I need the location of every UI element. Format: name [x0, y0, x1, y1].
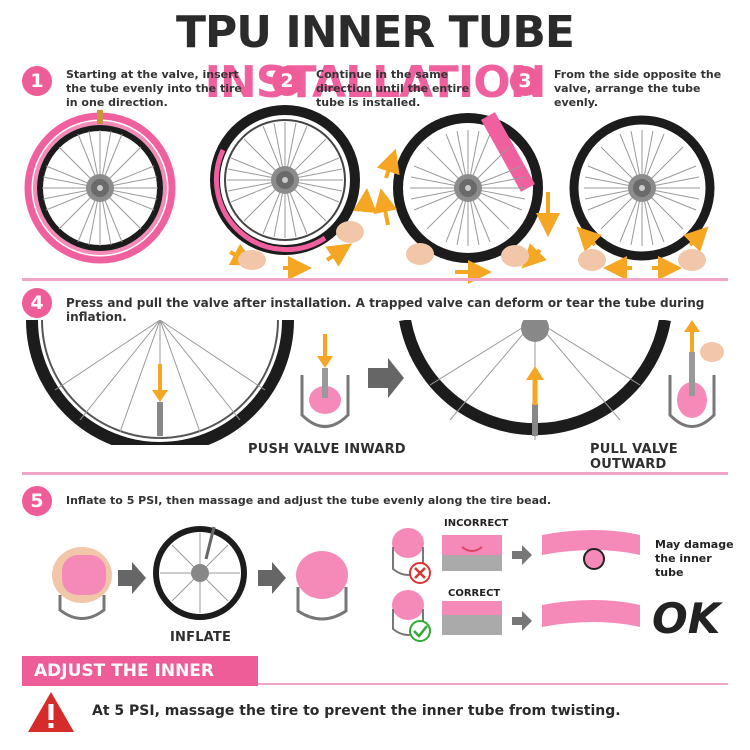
valve-cross-section-pull — [668, 320, 724, 428]
hand-icon — [700, 342, 724, 362]
adjust-banner: ADJUST THE INNER TUBE — [22, 656, 258, 711]
warning-icon — [28, 692, 74, 732]
tube-cross-section-squeeze — [52, 547, 112, 620]
wheel-icon — [26, 320, 294, 445]
arrow-right-icon — [118, 562, 146, 594]
incorrect-label: INCORRECT — [444, 518, 509, 529]
ok-label: OK — [652, 594, 721, 643]
step-4-text: Press and pull the valve after installat… — [66, 296, 705, 324]
correct-label: CORRECT — [448, 588, 501, 599]
step-1-badge: 1 — [22, 66, 52, 96]
divider — [22, 278, 728, 281]
tube-cross-section-inflated — [296, 551, 348, 621]
step-2-text: Continue in the same direction until the… — [316, 68, 470, 109]
damage-note: May damage the inner tube — [655, 538, 734, 579]
step-4-illustration — [26, 320, 724, 445]
step-3-text: From the side opposite the valve, arrang… — [554, 68, 722, 109]
inflate-label: INFLATE — [170, 630, 232, 645]
hand-icon — [238, 250, 266, 270]
divider — [22, 472, 728, 475]
warning-text: At 5 PSI, massage the tire to prevent th… — [92, 703, 621, 719]
step-5-text: Inflate to 5 PSI, then massage and adjus… — [66, 494, 552, 507]
wheel-icon — [153, 526, 247, 620]
step-2-badge: 2 — [272, 66, 302, 96]
valve-cross-section-push — [300, 334, 350, 428]
page-title: TPU INNER TUBE INSTALLATION — [0, 8, 750, 108]
step-5-badge: 5 — [22, 486, 52, 516]
steps-1-3-illustrations — [24, 105, 715, 284]
step-5-illustration — [52, 526, 640, 642]
push-valve-label: PUSH VALVE INWARD — [248, 442, 406, 457]
correct-example — [392, 590, 640, 642]
wheel-icon — [569, 115, 715, 261]
step-1-text: Starting at the valve, insert the tube e… — [66, 68, 242, 109]
hand-icon — [501, 245, 529, 267]
wheel-icon — [24, 110, 176, 264]
arrow-right-icon — [512, 611, 532, 631]
wheel-icon — [393, 112, 543, 263]
wheel-icon — [399, 320, 671, 440]
check-icon — [409, 620, 431, 642]
arrow-right-icon — [512, 545, 532, 565]
wheel-icon — [210, 105, 360, 255]
pull-valve-label: PULL VALVE OUTWARD — [590, 442, 678, 472]
step-3-badge: 3 — [510, 66, 540, 96]
title-part2: INSTALLATION — [204, 57, 547, 108]
hand-icon — [406, 243, 434, 265]
hand-icon — [578, 249, 606, 271]
title-part1: TPU INNER TUBE — [176, 7, 575, 58]
hand-icon — [678, 249, 706, 271]
divider — [258, 683, 728, 685]
step-4-badge: 4 — [22, 288, 52, 318]
hand-icon — [336, 221, 364, 243]
arrow-right-icon — [368, 358, 404, 398]
arrow-right-icon — [258, 562, 286, 594]
incorrect-example — [392, 528, 640, 584]
